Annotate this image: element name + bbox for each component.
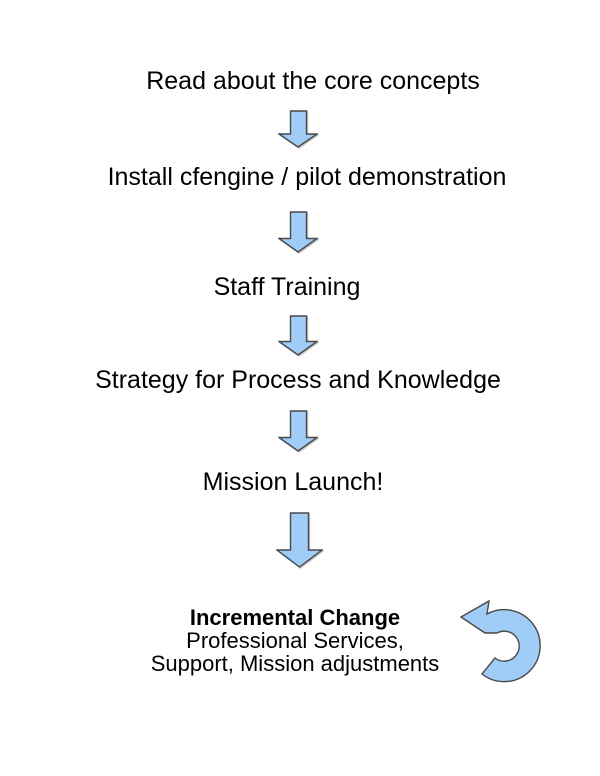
step-read-concepts: Read about the core concepts [146, 67, 480, 95]
final-step-line: Professional Services, [186, 628, 404, 653]
down-arrow-icon [276, 410, 320, 457]
step-mission-launch: Mission Launch! [202, 468, 384, 496]
down-arrow-icon [274, 512, 325, 573]
down-arrow-icon [276, 110, 320, 153]
final-step: Incremental Change Professional Services… [0, 606, 590, 675]
down-arrow-icon [276, 211, 320, 258]
step-strategy: Strategy for Process and Knowledge [95, 366, 501, 394]
step-staff-training: Staff Training [213, 273, 361, 301]
final-step-line: Support, Mission adjustments [150, 651, 440, 676]
loop-arrow-icon [455, 595, 545, 695]
step-install-cfengine: Install cfengine / pilot demonstration [107, 163, 507, 191]
final-step-title: Incremental Change [189, 605, 401, 630]
down-arrow-icon [276, 315, 320, 361]
